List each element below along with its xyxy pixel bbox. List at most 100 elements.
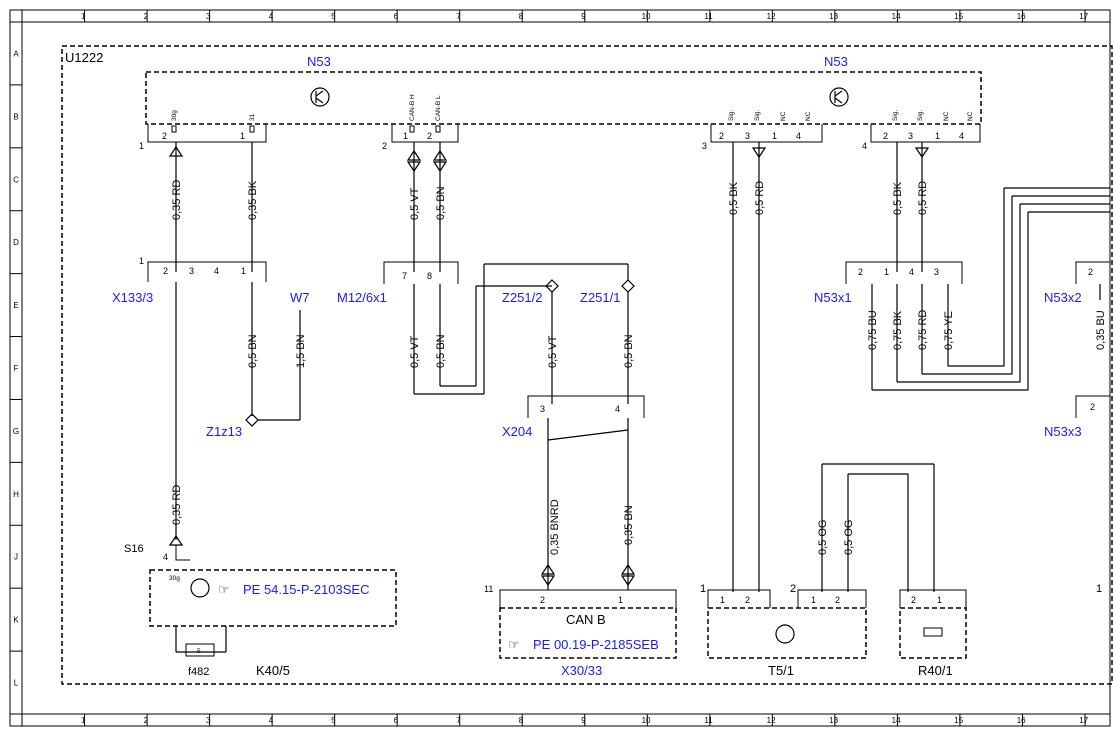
row-letter: D <box>13 238 19 247</box>
svg-text:11: 11 <box>484 584 493 594</box>
unit-boundary <box>61 45 1113 685</box>
column-number: 7 <box>456 716 461 725</box>
row-letter: K <box>13 616 19 625</box>
splice-diamond <box>245 413 259 427</box>
svg-text:0,5 VT: 0,5 VT <box>409 187 421 220</box>
column-number: 14 <box>892 12 901 21</box>
svg-text:0,5 BK: 0,5 BK <box>728 181 740 215</box>
row-letter: L <box>14 679 19 688</box>
svg-text:3: 3 <box>908 131 913 141</box>
svg-text:1: 1 <box>241 266 246 276</box>
svg-text:4: 4 <box>862 141 867 151</box>
unit-id-label: U1222 <box>65 50 103 65</box>
column-number: 1 <box>81 12 86 21</box>
wires-x133: 0,35 RD 0,35 BK <box>168 142 259 272</box>
x30-33-box: 11 2 1 CAN B ☞ PE 00.19-P-2185SEB X30/33 <box>484 584 677 678</box>
svg-text:1: 1 <box>720 595 725 605</box>
svg-text:2: 2 <box>163 266 168 276</box>
svg-text:W7: W7 <box>290 290 310 305</box>
svg-text:7: 7 <box>402 271 407 281</box>
row-letter: J <box>14 553 18 562</box>
svg-text:CAN-B L: CAN-B L <box>435 95 442 121</box>
column-number: 3 <box>206 716 211 725</box>
svg-text:1: 1 <box>1096 583 1102 595</box>
svg-text:1: 1 <box>139 141 144 151</box>
n53-module-box <box>145 71 982 125</box>
column-number: 10 <box>642 716 651 725</box>
svg-text:X30/33: X30/33 <box>561 663 602 678</box>
svg-text:2: 2 <box>382 141 387 151</box>
svg-text:2: 2 <box>835 595 840 605</box>
svg-text:1,5 BN: 1,5 BN <box>295 334 307 368</box>
svg-text:T5/1: T5/1 <box>768 663 794 678</box>
can-wires: 0,5 VT 0,5 BN <box>406 142 448 272</box>
column-number: 15 <box>954 12 963 21</box>
svg-text:S16: S16 <box>124 543 144 555</box>
transistor-icon <box>829 87 849 107</box>
column-number: 12 <box>767 716 776 725</box>
svg-text:2: 2 <box>790 583 796 595</box>
svg-text:N53x1: N53x1 <box>814 290 852 305</box>
ref-icon: ☞ <box>218 582 230 597</box>
svg-text:2: 2 <box>540 595 545 605</box>
column-number: 13 <box>829 12 838 21</box>
row-letter: A <box>13 49 19 58</box>
transistor-icon <box>190 578 210 598</box>
svg-text:3: 3 <box>745 131 750 141</box>
row-letter: H <box>13 490 19 499</box>
svg-text:0,35 BN: 0,35 BN <box>623 505 635 545</box>
column-number: 2 <box>144 716 149 725</box>
outer-frame <box>9 9 1111 727</box>
svg-text:1: 1 <box>811 595 816 605</box>
svg-text:8: 8 <box>427 271 432 281</box>
svg-text:2: 2 <box>719 131 724 141</box>
column-number: 4 <box>269 716 274 725</box>
svg-text:4: 4 <box>163 552 168 562</box>
column-number: 12 <box>767 12 776 21</box>
svg-text:X133/3: X133/3 <box>112 290 153 305</box>
svg-text:30g: 30g <box>169 575 180 582</box>
column-number: 8 <box>519 716 524 725</box>
svg-text:30g: 30g <box>171 110 178 121</box>
column-number: 5 <box>331 716 336 725</box>
column-number: 11 <box>704 12 713 21</box>
column-number: 10 <box>642 12 651 21</box>
row-letter: E <box>13 301 18 310</box>
n53-connector-3: 3 2 3 1 4 Sig. Sig. NC NC <box>702 110 823 151</box>
resistor-icon <box>923 627 943 637</box>
column-number: 9 <box>581 12 586 21</box>
svg-text:4: 4 <box>909 267 914 277</box>
n53-connector-2: 2 1 2 CAN-B H CAN-B L <box>382 94 459 151</box>
svg-text:PE 00.19-P-2185SEB: PE 00.19-P-2185SEB <box>533 637 659 652</box>
svg-text:3: 3 <box>540 404 545 414</box>
svg-text:3: 3 <box>189 266 194 276</box>
r40-1-box: 2 1 R40/1 <box>899 589 967 678</box>
svg-text:1: 1 <box>618 595 623 605</box>
svg-text:0,5 RD: 0,5 RD <box>754 181 766 215</box>
svg-text:4: 4 <box>796 131 801 141</box>
svg-text:2: 2 <box>883 131 888 141</box>
column-number: 5 <box>331 12 336 21</box>
n53-label-right: N53 <box>824 54 848 69</box>
n53-connector-4: 4 2 3 1 4 Sig. Sig. NC NC <box>862 110 981 151</box>
svg-text:1: 1 <box>935 131 940 141</box>
svg-text:1: 1 <box>772 131 777 141</box>
x133-connector: 1 2 3 4 1 X133/3 <box>112 256 267 305</box>
row-letter: F <box>14 364 19 373</box>
svg-text:0,5 OG: 0,5 OG <box>843 520 855 555</box>
svg-text:1: 1 <box>700 583 706 595</box>
ref-icon: ☞ <box>508 637 520 652</box>
svg-text:1: 1 <box>403 131 408 141</box>
svg-text:Sig.: Sig. <box>754 110 761 121</box>
svg-text:1: 1 <box>937 595 942 605</box>
svg-text:Sig.: Sig. <box>728 110 735 121</box>
transistor-icon <box>775 624 795 644</box>
svg-text:Sig.: Sig. <box>917 110 924 121</box>
svg-text:2: 2 <box>911 595 916 605</box>
column-number: 17 <box>1079 12 1088 21</box>
svg-text:CAN B: CAN B <box>566 612 606 627</box>
svg-text:0,5 VT: 0,5 VT <box>409 335 421 368</box>
svg-text:4: 4 <box>615 404 620 414</box>
